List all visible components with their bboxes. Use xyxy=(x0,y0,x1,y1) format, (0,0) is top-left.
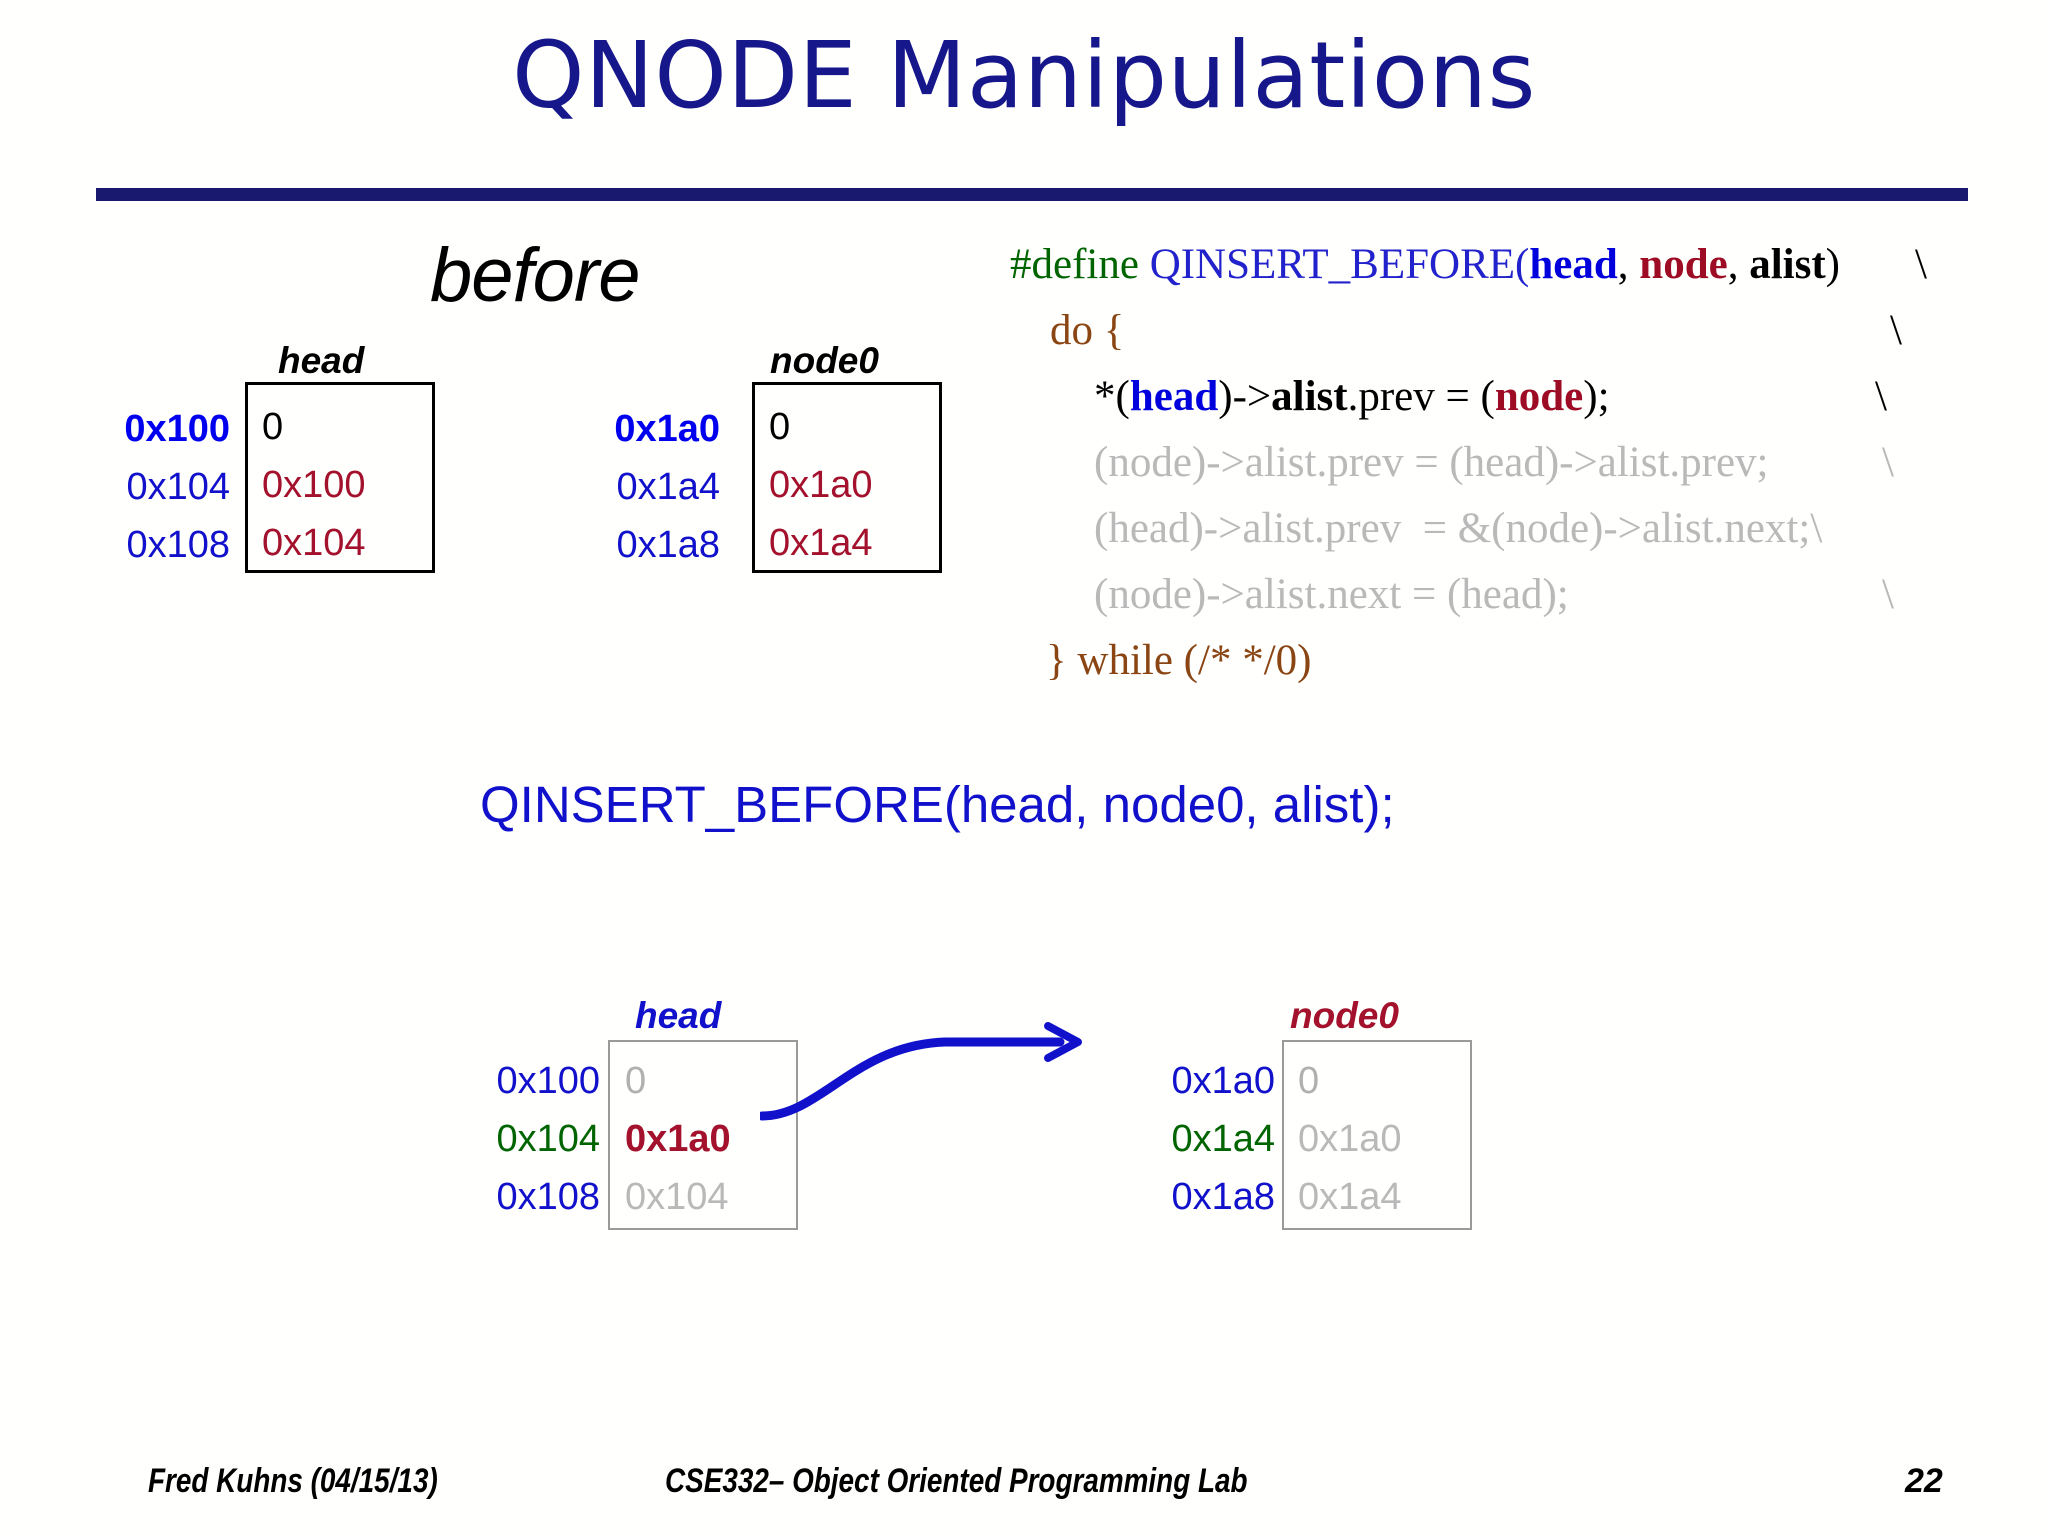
before-node0-title: node0 xyxy=(770,340,879,381)
code-line: do { \ xyxy=(1010,298,1902,364)
memory-address: 0x108 xyxy=(496,1176,600,1218)
pointer-arrow-icon xyxy=(760,1022,1082,1121)
after-head-addresses: 0x100 0x104 0x108 xyxy=(440,1052,600,1226)
memory-value: 0x1a0 xyxy=(1298,1118,1402,1160)
memory-address: 0x1a4 xyxy=(1171,1118,1275,1160)
memory-address: 0x104 xyxy=(496,1118,600,1160)
code-token: #define xyxy=(1010,241,1139,288)
memory-value: 0x1a0 xyxy=(769,464,873,506)
memory-address: 0x1a8 xyxy=(1171,1176,1275,1218)
code-token: QINSERT_BEFORE xyxy=(1149,241,1516,288)
before-node0-values: 0 0x1a0 0x1a4 xyxy=(769,398,873,572)
code-token: .prev = ( xyxy=(1347,373,1495,420)
macro-invocation-line: QINSERT_BEFORE(head, node0, alist); xyxy=(480,776,1395,833)
line-continuation-backslash: \ xyxy=(1882,571,1894,618)
memory-address: 0x104 xyxy=(126,466,230,508)
code-token: } while (/* */0) xyxy=(1046,637,1312,684)
footer-author: Fred Kuhns (04/15/13) xyxy=(148,1462,438,1500)
memory-value: 0 xyxy=(769,406,791,448)
memory-address: 0x108 xyxy=(126,524,230,566)
before-head-box xyxy=(245,382,435,573)
code-line: (node)->alist.next = (head); \ xyxy=(1010,562,1894,628)
code-token: , xyxy=(1727,241,1750,288)
memory-value: 0x104 xyxy=(262,522,366,564)
code-token: ) xyxy=(1825,241,1840,288)
line-continuation-backslash: \ xyxy=(1875,373,1887,420)
code-token: do { xyxy=(1050,307,1125,354)
memory-value: 0x1a0 xyxy=(625,1118,731,1160)
memory-value: 0x104 xyxy=(625,1176,729,1218)
code-token xyxy=(1139,241,1150,288)
page-title: QNODE Manipulations xyxy=(512,22,1536,129)
code-token: head xyxy=(1529,241,1618,288)
memory-address: 0x1a4 xyxy=(616,466,720,508)
memory-value: 0 xyxy=(1298,1060,1320,1102)
macro-definition-code: #define QINSERT_BEFORE(head, node, alist… xyxy=(1010,232,1927,694)
code-token: (node)->alist.prev = (head)->alist.prev; xyxy=(1094,439,1769,486)
before-node0-box xyxy=(752,382,942,573)
code-token: , xyxy=(1617,241,1640,288)
line-continuation-backslash: \ xyxy=(1890,307,1902,354)
code-token: )-> xyxy=(1218,373,1272,420)
memory-value: 0 xyxy=(262,406,284,448)
code-token: (node)->alist.next = (head); xyxy=(1094,571,1569,618)
code-line: } while (/* */0) xyxy=(1010,628,1840,694)
code-token: head xyxy=(1129,373,1219,420)
before-head-title: head xyxy=(278,340,365,381)
memory-address: 0x100 xyxy=(496,1060,600,1102)
memory-address: 0x1a8 xyxy=(616,524,720,566)
line-continuation-backslash: \ xyxy=(1915,241,1927,288)
memory-value: 0x1a4 xyxy=(1298,1176,1402,1218)
code-token: *( xyxy=(1094,373,1130,420)
footer-course: CSE332– Object Oriented Programming Lab xyxy=(665,1462,1248,1500)
before-label: before xyxy=(430,233,640,318)
after-node0-box xyxy=(1282,1040,1472,1230)
memory-address: 0x1a0 xyxy=(1171,1060,1275,1102)
title-divider xyxy=(96,188,1968,201)
before-head-addresses: 0x100 0x104 0x108 xyxy=(70,400,230,574)
line-continuation-backslash: \ xyxy=(1882,439,1894,486)
code-token: alist xyxy=(1749,241,1826,288)
before-head-values: 0 0x100 0x104 xyxy=(262,398,366,572)
code-token: node xyxy=(1639,241,1728,288)
code-line: (head)->alist.prev = &(node)->alist.next… xyxy=(1010,496,1840,562)
code-line: *(head)->alist.prev = (node); \ xyxy=(1010,364,1887,430)
after-head-box xyxy=(608,1040,798,1230)
footer-page-number: 22 xyxy=(1905,1462,1943,1500)
memory-address: 0x100 xyxy=(124,408,230,450)
code-token: (head)->alist.prev = &(node)->alist.next… xyxy=(1094,505,1823,552)
code-token: ); xyxy=(1583,373,1610,420)
code-line: (node)->alist.prev = (head)->alist.prev;… xyxy=(1010,430,1894,496)
code-token: alist xyxy=(1271,373,1348,420)
code-token: ( xyxy=(1515,241,1530,288)
memory-value: 0x100 xyxy=(262,464,366,506)
memory-value: 0x1a4 xyxy=(769,522,873,564)
after-head-values: 0 0x1a0 0x104 xyxy=(625,1052,731,1226)
code-token: node xyxy=(1494,373,1584,420)
after-head-title: head xyxy=(635,995,722,1036)
memory-value: 0 xyxy=(625,1060,647,1102)
after-node0-addresses: 0x1a0 0x1a4 0x1a8 xyxy=(1115,1052,1275,1226)
before-node0-addresses: 0x1a0 0x1a4 0x1a8 xyxy=(560,400,720,574)
code-line: #define QINSERT_BEFORE(head, node, alist… xyxy=(1010,232,1927,298)
after-node0-values: 0 0x1a0 0x1a4 xyxy=(1298,1052,1402,1226)
after-node0-title: node0 xyxy=(1290,995,1399,1036)
memory-address: 0x1a0 xyxy=(614,408,720,450)
